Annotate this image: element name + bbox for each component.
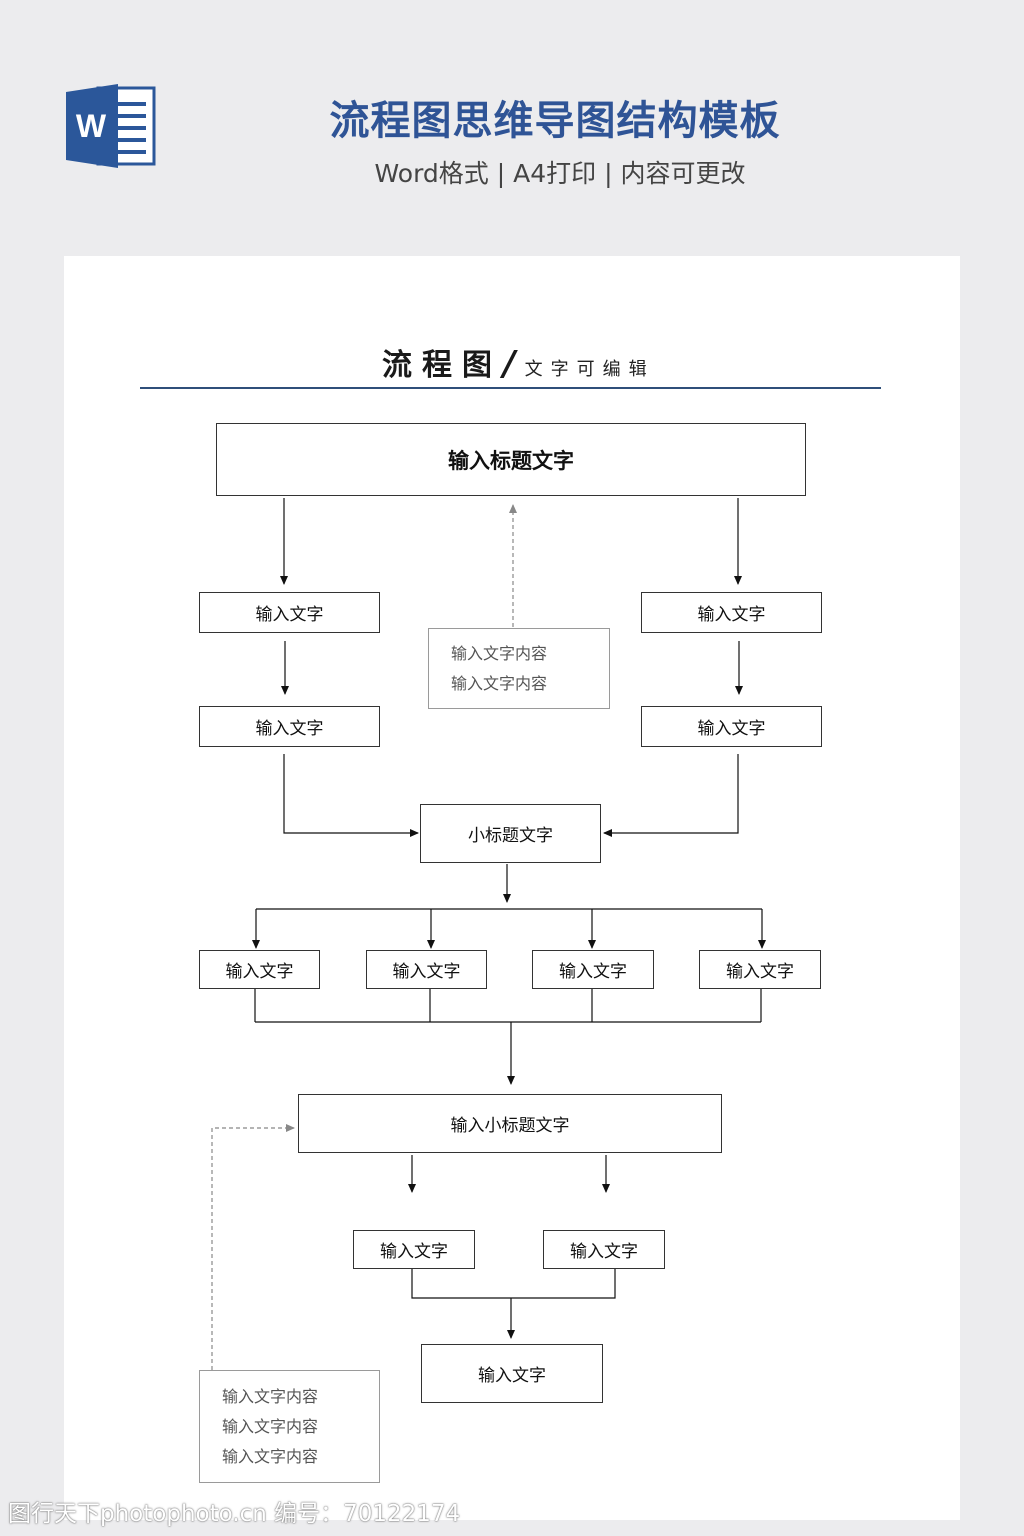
flow-row4-box-4: 输入文字: [699, 950, 821, 989]
dashed-arrow-note-to-big-subtitle: [211, 1124, 295, 1370]
note-top-line-2: 输入文字内容: [451, 673, 548, 693]
flow-pair-box-1: 输入文字: [353, 1230, 475, 1269]
flow-row4-box-3: 输入文字: [532, 950, 654, 989]
flow-left-box-2: 输入文字: [199, 706, 380, 747]
flow-row4-box-2: 输入文字: [366, 950, 487, 989]
word-logo-letter: W: [76, 108, 107, 144]
flow-left-box-1: 输入文字: [199, 592, 380, 633]
pair-join: [411, 1269, 616, 1299]
note-bottom-line-2: 输入文字内容: [222, 1416, 319, 1436]
document-title-main: 流程图: [382, 348, 502, 383]
note-top-line-1: 输入文字内容: [451, 643, 548, 663]
watermark: 图行天下photophoto.cn 编号：70122174: [8, 1501, 461, 1527]
page-subtitle: Word格式 | A4打印 | 内容可更改: [374, 159, 746, 188]
arrow-left2-to-subtitle: [283, 754, 419, 837]
flow-subtitle-box: 小标题文字: [420, 804, 601, 863]
flow-right-box-2: 输入文字: [641, 706, 822, 747]
page-title: 流程图思维导图结构模板: [329, 98, 781, 144]
title-divider: [140, 387, 881, 389]
document-title: 流程图 / 文字可编辑: [382, 340, 655, 384]
flow-big-subtitle-box: 输入小标题文字: [298, 1094, 722, 1153]
document-title-sub: 文字可编辑: [524, 359, 655, 380]
flow-top-title-box: 输入标题文字: [216, 423, 806, 496]
word-document-icon: W: [66, 84, 156, 168]
flow-note-top: 输入文字内容 输入文字内容: [428, 628, 610, 709]
note-bottom-line-3: 输入文字内容: [222, 1446, 319, 1466]
flow-note-bottom: 输入文字内容 输入文字内容 输入文字内容: [199, 1370, 380, 1483]
document-title-slash: /: [503, 344, 516, 384]
flow-final-box: 输入文字: [421, 1344, 603, 1403]
arrow-right2-to-subtitle: [603, 754, 739, 837]
flow-row4-box-1: 输入文字: [199, 950, 320, 989]
flow-right-box-1: 输入文字: [641, 592, 822, 633]
note-bottom-line-1: 输入文字内容: [222, 1386, 319, 1406]
flow-pair-box-2: 输入文字: [543, 1230, 665, 1269]
